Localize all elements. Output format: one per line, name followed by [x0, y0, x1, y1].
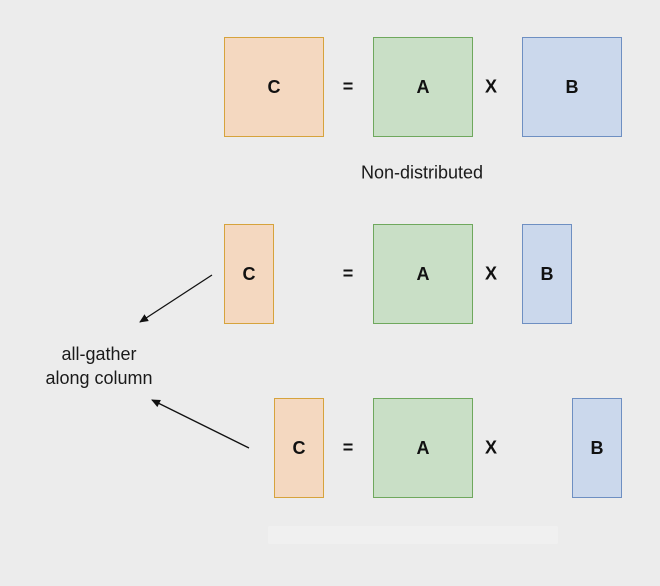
equals-sign: = [342, 437, 354, 458]
matrix-b-shard-2: B [572, 398, 622, 498]
all-gather-line-2: along column [45, 368, 153, 388]
all-gather-line-1: all-gather [61, 344, 137, 364]
matrix-a: A [373, 398, 473, 498]
arrow-from-shard-1 [139, 274, 213, 323]
matrix-c-full: C [224, 37, 324, 137]
matrix-c-shard-2: C [274, 398, 324, 498]
matrix-b-label: B [590, 437, 604, 458]
matrix-a: A [373, 224, 473, 324]
matrix-b-label: B [565, 76, 579, 97]
matrix-a: A [373, 37, 473, 137]
matrix-c-label: C [242, 263, 256, 284]
matrix-b-full: B [522, 37, 622, 137]
faint-watermark-strip [268, 526, 558, 544]
matrix-a-label: A [416, 263, 430, 284]
arrow-from-shard-2 [151, 399, 250, 449]
equals-sign: = [342, 76, 354, 97]
matrix-a-label: A [416, 437, 430, 458]
matrix-c-label: C [267, 76, 281, 97]
matrix-b-shard-1: B [522, 224, 572, 324]
multiply-sign: X [484, 263, 498, 284]
non-distributed-caption: Non-distributed [360, 162, 484, 183]
matrix-b-label: B [540, 263, 554, 284]
matrix-a-label: A [416, 76, 430, 97]
all-gather-label: all-gather along column [45, 342, 152, 390]
multiply-sign: X [484, 437, 498, 458]
matrix-c-shard-1: C [224, 224, 274, 324]
multiply-sign: X [484, 76, 498, 97]
matrix-c-label: C [292, 437, 306, 458]
equals-sign: = [342, 263, 354, 284]
